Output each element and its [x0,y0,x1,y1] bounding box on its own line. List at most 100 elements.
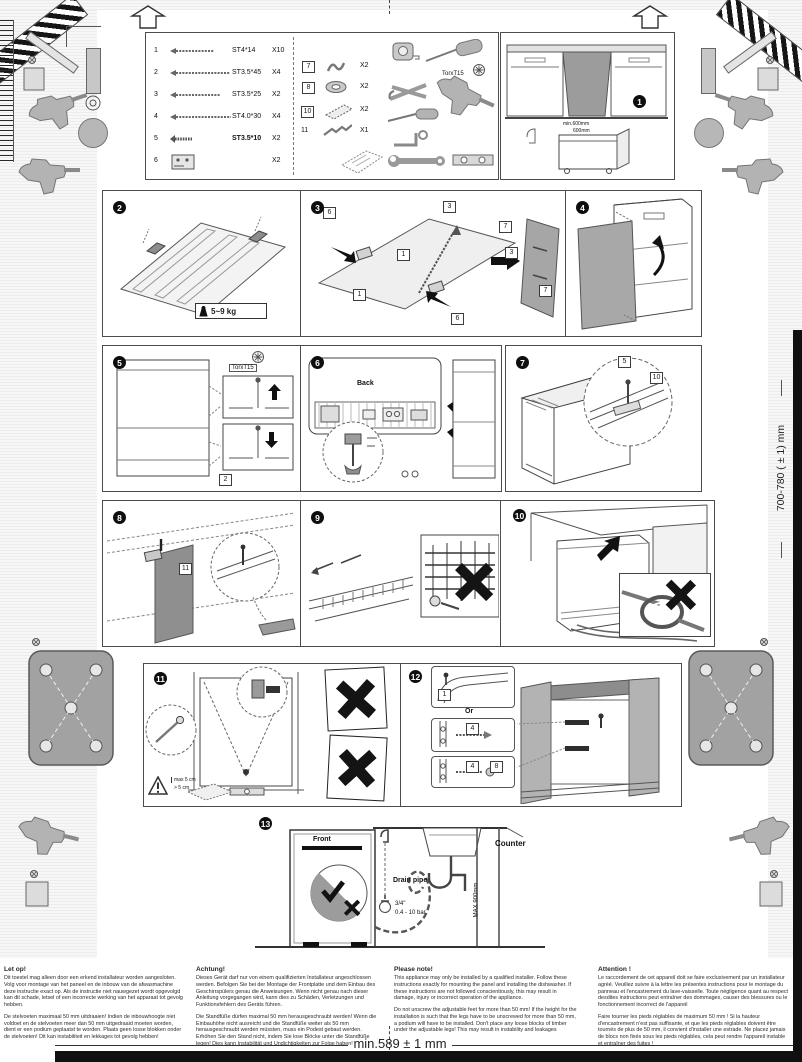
strip-icon [323,124,352,136]
part-qty: X2 [360,83,369,90]
part-ref: 8 [490,761,503,773]
step-8-panel: 8 11 [102,500,302,647]
part-qty: X4 [272,113,281,120]
step-7-panel: 7 5 10 [505,345,702,492]
arrow-down-icon [265,432,278,448]
top-margin [0,0,802,10]
step-3-art [317,218,560,318]
dimension-tick [781,380,782,396]
step-5-art [116,359,294,477]
step-12-option-c: 4 8 [431,756,515,788]
step-number: 1 [633,95,646,108]
part-ref: 5 [618,356,631,368]
or-label: Or [465,708,474,715]
counter-label: Counter [495,839,526,848]
footnote-title: Let op! [4,966,26,973]
parts-list-box: 1 ST4*14 X10 2 ST3.5*45 X4 3 ST3.5*25 X2… [145,32,499,180]
drain-pipe-label: Drain pipe [393,877,428,884]
warning-text-1: max 5 cm [171,777,196,783]
front-label: Front [313,836,331,843]
divider [293,37,294,175]
screw-icon [170,114,231,120]
step-number: 9 [311,511,324,524]
edge-bar-bottom [55,1051,802,1062]
dimension-line-right [452,1045,793,1046]
screw-icon [32,638,40,646]
part-qty: X10 [272,47,285,54]
warning-text-2: > 5 cm [174,785,190,791]
bracket-icon [171,154,195,170]
opening-dimension: min.600mm [563,121,590,127]
step-number: 11 [154,672,167,685]
step-number: 7 [516,356,529,369]
margin-decor-bottomleft [8,812,108,962]
template-sheet-icon [340,150,384,174]
footnote-en: Please note! This appliance may only be … [394,966,578,1039]
tools-group: TorxT15 [384,35,499,177]
step-11-art [145,666,304,801]
plate-icon [324,104,354,120]
step-9-panel: 9 [300,500,502,647]
mounting-plate-icon [688,650,774,766]
footnote-de: Achtung! Dieses Gerät darf nur von einem… [196,966,380,1053]
part-ref: 1 [397,249,410,261]
footnote-paragraph: Dieses Gerät darf nur von einem qualifiz… [196,975,376,1009]
step-number: 2 [113,201,126,214]
step-number: 6 [311,356,324,369]
clamp-icon [325,81,347,93]
footnote-title: Please note! [394,966,433,973]
fold-arrow-icon [631,5,669,29]
margin-decor-topleft [14,20,124,200]
part-spec: ST3.5*45 [232,69,262,76]
margin-decor-bottomright [700,812,800,962]
step-12-option-b: 4 [431,718,515,752]
fold-line [389,0,390,14]
screw-template-icon [759,870,783,907]
part-ref: 3 [505,247,518,259]
step-number: 3 [311,201,324,214]
part-num: 2 [154,69,158,76]
weight-value: 5~9 kg [211,306,237,316]
fold-line [389,1026,390,1050]
footnote-fr: Attention ! Le raccordement de cet appar… [598,966,790,1053]
step-1-art [505,44,668,174]
detail-blob-icon [694,118,724,148]
torx-bit-icon [252,351,264,363]
misaligned-door-example [326,734,388,802]
drill-icon [13,813,82,864]
part-spec: ST4*14 [232,47,256,54]
max-height-label: MAX 900mm [473,882,480,918]
detail-blob-icon [78,118,108,148]
footnote-paragraph: Faire tourner les pieds réglables de max… [598,1013,786,1047]
step-10-inset [619,573,711,637]
hex-key-icon [394,130,428,147]
part-num-box: 10 [301,106,314,118]
step-2-art [119,216,287,316]
part-ref: 2 [219,474,232,486]
pencil-mark [66,26,101,47]
part-num: 3 [154,91,158,98]
step-number: 4 [576,201,589,214]
part-num: 6 [154,157,158,164]
step-number: 8 [113,511,126,524]
step-1-panel: min.600mm 600mm 1 [500,32,675,180]
part-ref: 6 [451,313,464,325]
step-12-option-a: 1 [431,666,515,708]
part-qty: X2 [272,135,281,142]
arrow-up-icon [268,384,281,400]
pressure-label: 0.4 - 10 bar [395,910,426,916]
warning-triangle-icon [148,776,168,795]
step-8-art [106,512,296,644]
step-12-panel: 12 1 Or 4 4 8 [400,663,682,807]
level-icon [452,154,494,166]
dimension-line-left [55,1045,348,1046]
step-7-art [520,357,673,485]
part-num: 4 [154,113,158,120]
cross-icon [334,676,378,722]
step-number: 13 [259,817,272,830]
torx-screwdriver-icon [425,39,483,62]
part-qty: X2 [360,106,369,113]
footnote-paragraph: This appliance may only be installed by … [394,975,572,1002]
screw-icon [170,48,214,54]
